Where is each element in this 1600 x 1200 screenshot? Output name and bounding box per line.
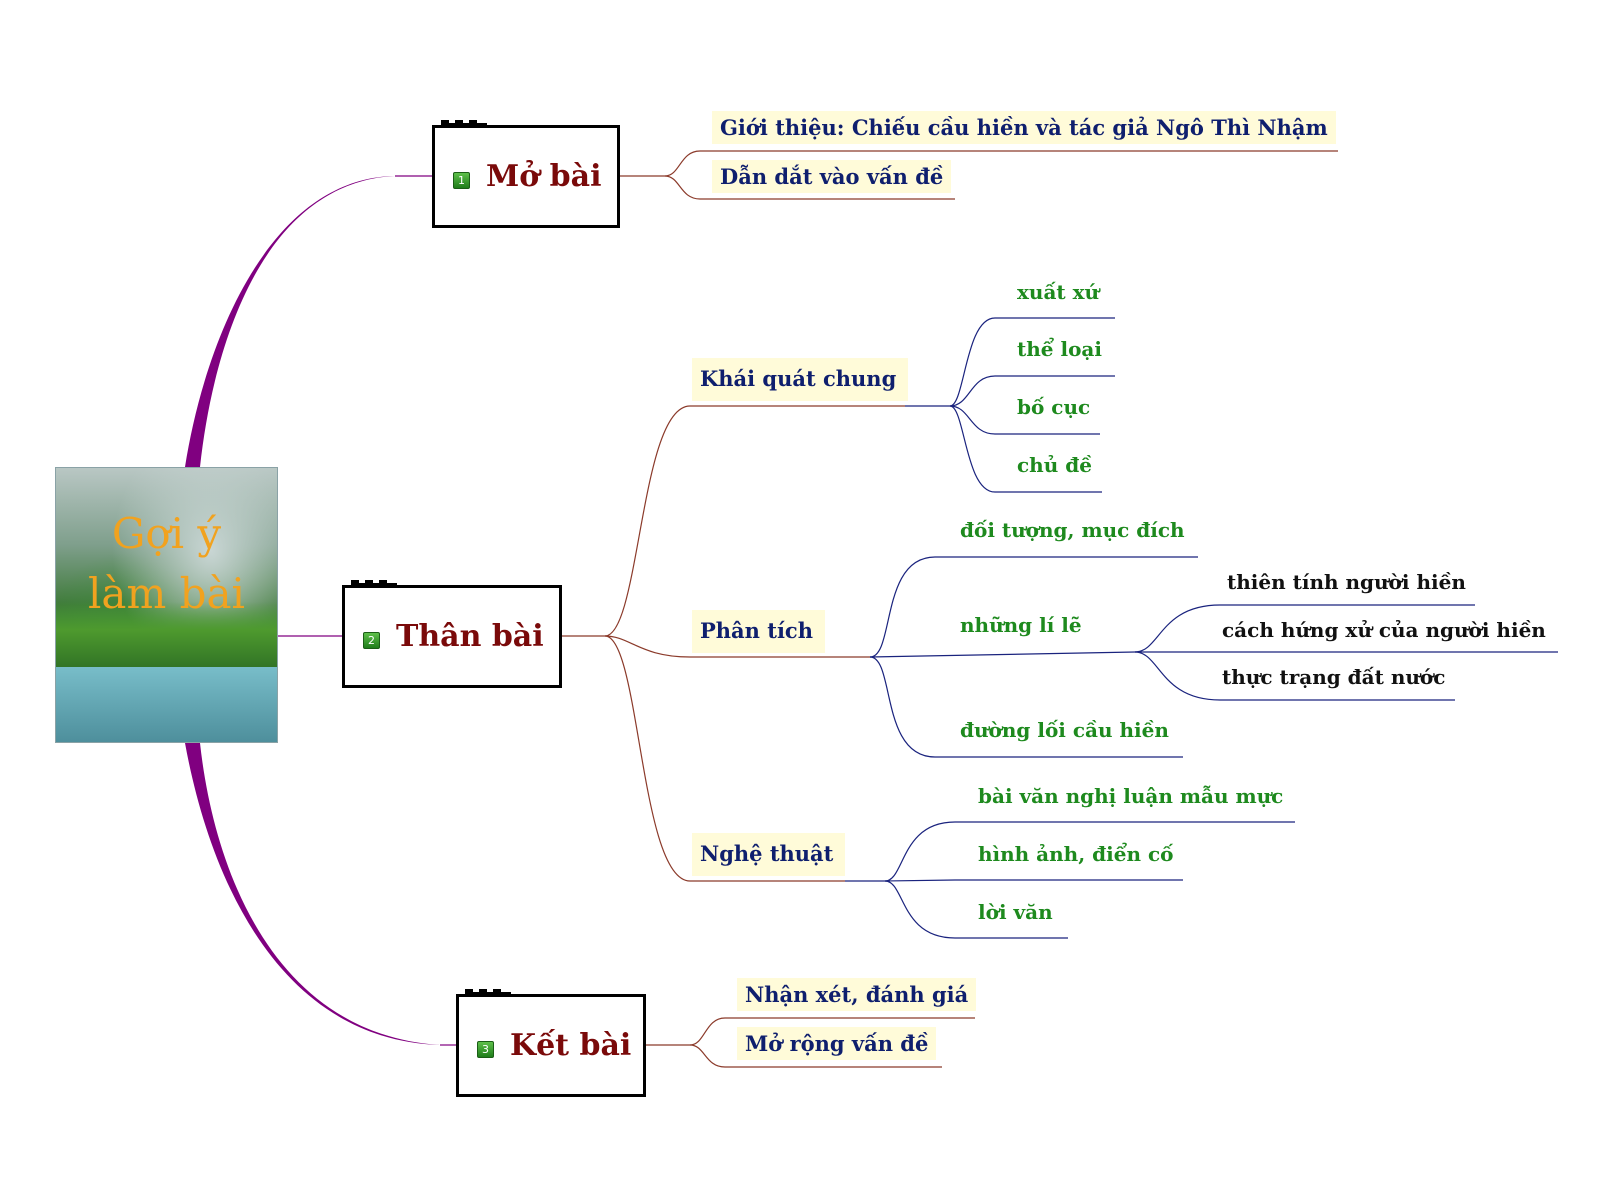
root-image-grass (56, 602, 277, 672)
leaf-cach-hung-xu[interactable]: cách hứng xử của người hiền (1222, 618, 1546, 642)
leaf-thuc-trang-dat-nuoc[interactable]: thực trạng đất nước (1222, 665, 1446, 689)
topic-mo-bai[interactable]: 1 Mở bài (432, 120, 620, 228)
branch-curve-ket-bai (185, 743, 440, 1045)
leaf-duong-loi-cau-hien[interactable]: đường lối cầu hiền (960, 718, 1169, 742)
subtopic-dan-dat[interactable]: Dẫn dắt vào vấn đề (712, 160, 952, 193)
mo-bai-links (620, 150, 1338, 200)
topic-tab-icon (351, 580, 397, 588)
subtopic-nghe-thuat[interactable]: Nghệ thuật (692, 833, 846, 876)
priority-2-icon: 2 (363, 632, 380, 649)
leaf-xuat-xu[interactable]: xuất xứ (1017, 280, 1100, 304)
subtopic-phan-tich[interactable]: Phân tích (692, 610, 825, 653)
priority-1-icon: 1 (453, 172, 470, 189)
nghe-thuat-links (845, 821, 1295, 939)
topic-ket-bai[interactable]: 3 Kết bài (456, 989, 646, 1097)
root-title-line-1: Gợi ý (111, 509, 222, 558)
root-title-line-2: làm bài (87, 569, 245, 618)
root-image-water (56, 667, 277, 742)
topic-label: Kết bài (510, 1028, 632, 1063)
subtopic-khai-quat-chung[interactable]: Khái quát chung (692, 358, 909, 401)
topic-than-bai[interactable]: 2 Thân bài (342, 580, 562, 688)
leaf-the-loai[interactable]: thể loại (1017, 337, 1102, 361)
leaf-doi-tuong-muc-dich[interactable]: đối tượng, mục đích (960, 518, 1185, 542)
khai-quat-links (905, 317, 1115, 493)
leaf-bo-cuc[interactable]: bố cục (1017, 395, 1091, 419)
leaf-thien-tinh-nguoi-hien[interactable]: thiên tính người hiền (1227, 570, 1466, 594)
than-bai-links (562, 405, 905, 882)
root-title: Gợi ý làm bài (56, 504, 277, 624)
subtopic-nhan-xet-danh-gia[interactable]: Nhận xét, đánh giá (737, 978, 977, 1011)
leaf-loi-van[interactable]: lời văn (978, 900, 1053, 924)
leaf-nhung-li-le[interactable]: những lí lẽ (960, 613, 1082, 637)
topic-label: Mở bài (486, 159, 602, 194)
leaf-bai-van-mau-muc[interactable]: bài văn nghị luận mẫu mực (978, 784, 1284, 808)
root-node[interactable]: Gợi ý làm bài (55, 467, 278, 743)
priority-3-icon: 3 (477, 1041, 494, 1058)
subtopic-mo-rong-van-de[interactable]: Mở rộng vấn đề (737, 1027, 937, 1060)
phan-tich-links (869, 556, 1198, 758)
li-le-links (1134, 604, 1558, 701)
leaf-chu-de[interactable]: chủ đề (1017, 453, 1092, 477)
topic-label: Thân bài (396, 619, 544, 654)
leaf-hinh-anh-dien-co[interactable]: hình ảnh, điển cố (978, 842, 1174, 866)
subtopic-gioi-thieu[interactable]: Giới thiệu: Chiếu cầu hiền và tác giả Ng… (712, 111, 1336, 144)
topic-tab-icon (441, 120, 487, 128)
ket-bai-links (646, 1017, 975, 1068)
topic-tab-icon (465, 989, 511, 997)
branch-curve-mo-bai (185, 176, 395, 467)
